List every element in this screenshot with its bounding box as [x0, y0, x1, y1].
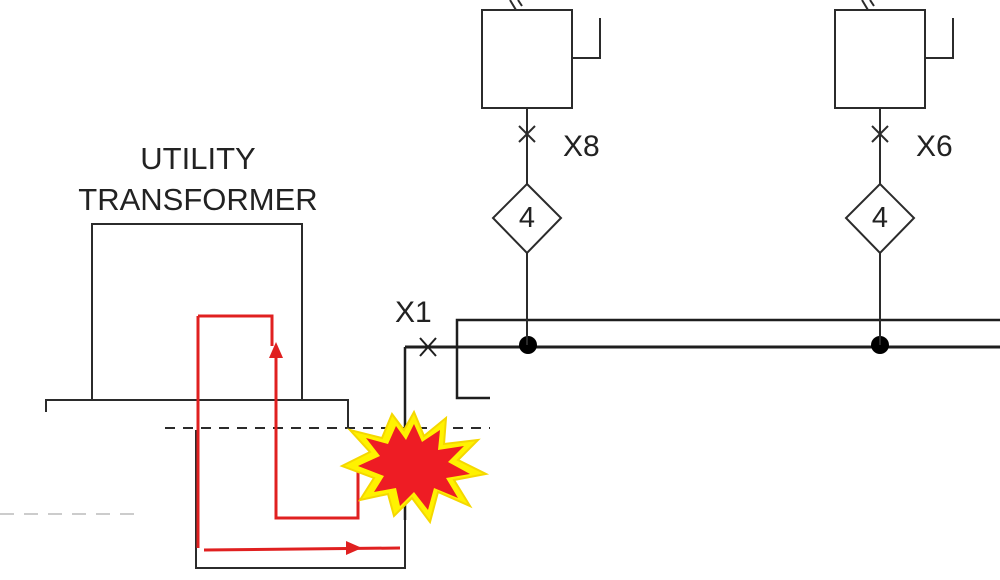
fault-burst-icon [339, 409, 490, 525]
breaker-x6-label: X6 [916, 130, 953, 163]
breaker-x6-mark [871, 125, 889, 143]
load-x8-tab [572, 18, 601, 59]
relay-x8-number: 4 [518, 202, 536, 234]
fault-burst-core [358, 424, 470, 510]
switchgear-outline [455, 318, 1000, 400]
fault-current-path [196, 314, 401, 555]
fault-path-outer [198, 314, 274, 346]
fault-path-return [274, 352, 360, 520]
relay-x6-diamond [844, 182, 916, 255]
fault-arrow-up-icon [269, 342, 283, 358]
relay-x8-diamond [491, 182, 563, 255]
feeder-x6 [834, 0, 954, 345]
load-x6-lead-a [861, 0, 869, 11]
main-bus [403, 318, 1000, 520]
load-x8 [481, 9, 573, 109]
load-x6 [834, 9, 926, 109]
breaker-x1-mark [419, 337, 437, 357]
transformer-title-line1: UTILITY [140, 141, 256, 176]
breaker-x8-mark [518, 125, 536, 143]
transformer-title-line2: TRANSFORMER [78, 182, 318, 217]
relay-x6-number: 4 [871, 202, 889, 234]
load-x6-tab [925, 18, 954, 59]
utility-transformer [0, 223, 490, 569]
load-x6-lead-b [869, 0, 875, 7]
breaker-x8-label: X8 [563, 130, 600, 163]
breaker-x1-label: X1 [395, 296, 432, 329]
feeder-x8 [481, 0, 601, 345]
load-x8-lead-a [509, 0, 517, 11]
load-x8-lead-b [517, 0, 523, 7]
fault-arrow-right-icon [346, 541, 362, 555]
fault-path-bottom [203, 546, 401, 552]
